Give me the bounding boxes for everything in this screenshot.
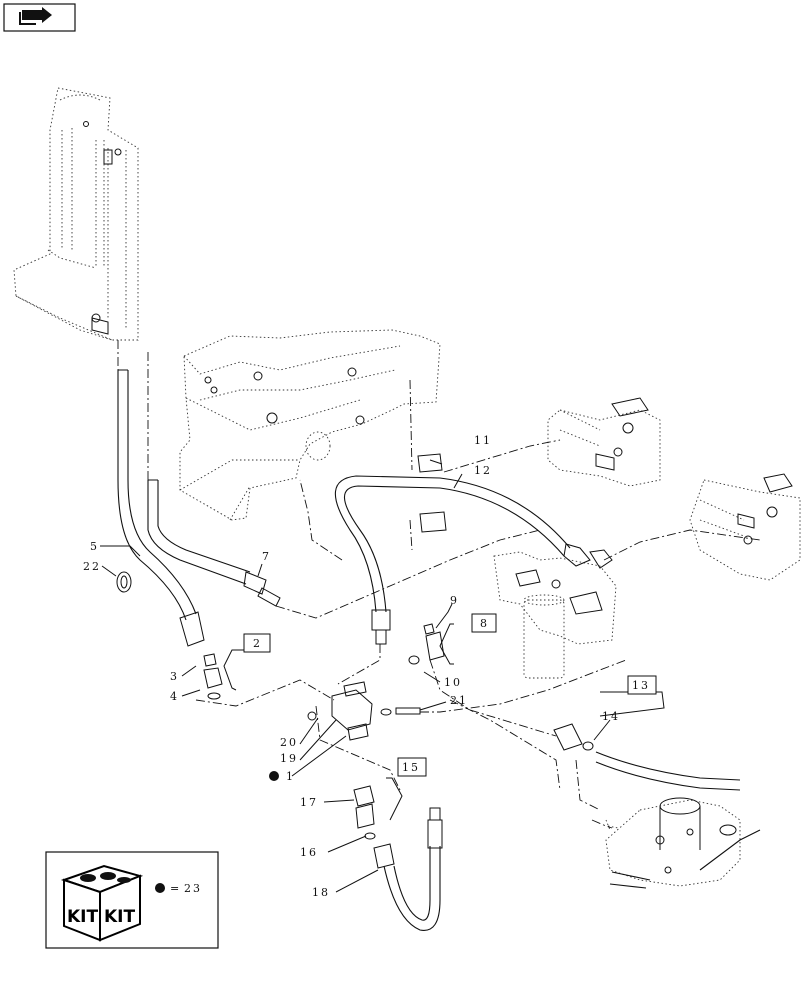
hose-7: [147, 479, 281, 607]
kit-box-icon: KIT KIT: [60, 864, 144, 942]
callout-12: 12: [474, 464, 492, 477]
callout-11: 11: [474, 434, 492, 447]
callout-9: 9: [450, 594, 459, 607]
hydraulic-tank-outline: [13, 87, 139, 341]
fitting-15-group: [353, 785, 443, 931]
nav-button[interactable]: [3, 3, 76, 32]
callout-numbers: 5 22 7 3 4 9 10 11 12 21 20 19 1 17 16 1…: [83, 434, 620, 899]
control-valve-upper: [547, 397, 661, 487]
svg-text:KIT: KIT: [104, 907, 135, 927]
svg-text:8: 8: [480, 617, 489, 630]
svg-text:15: 15: [402, 761, 420, 774]
callout-5: 5: [90, 540, 99, 553]
connection-lines: [117, 340, 761, 829]
callout-20: 20: [280, 736, 298, 749]
kit-legend: KIT KIT = 23: [45, 851, 219, 949]
boxed-callout-15: 15: [397, 757, 427, 777]
washer-22: [116, 571, 132, 593]
hose-12: [334, 475, 613, 645]
valve-1: [307, 681, 421, 741]
callout-18: 18: [312, 886, 330, 899]
kit-marker-dot: [269, 771, 279, 781]
legend-dot: [155, 883, 165, 893]
boxed-callout-8: 8: [471, 613, 497, 633]
callout-1: 1: [286, 770, 295, 783]
filter-assembly: [493, 551, 617, 679]
callout-3: 3: [170, 670, 179, 683]
control-valve-lower: [689, 473, 801, 581]
svg-text:KIT: KIT: [67, 907, 98, 927]
pump-assembly: [605, 797, 761, 889]
callout-14: 14: [602, 710, 620, 723]
next-page-arrow-icon: [19, 7, 52, 25]
callout-17: 17: [300, 796, 318, 809]
legend-equals: =: [170, 882, 181, 895]
callout-19: 19: [280, 752, 298, 765]
legend-kit-number: 23: [184, 882, 202, 895]
svg-text:2: 2: [253, 637, 262, 650]
callout-10: 10: [444, 676, 462, 689]
callout-22: 22: [83, 560, 101, 573]
fitting-8-group: [408, 623, 445, 665]
callout-16: 16: [300, 846, 318, 859]
fitting-3-4: [179, 611, 223, 700]
callout-7: 7: [262, 550, 271, 563]
svg-text:13: 13: [632, 679, 650, 692]
leader-lines: [100, 459, 665, 893]
clamp-11: [417, 453, 447, 533]
fitting-14-group: [553, 723, 741, 791]
boxed-callout-13: 13: [627, 675, 657, 695]
hose-5: [117, 369, 197, 621]
frame-outline: [179, 329, 441, 521]
callout-4: 4: [170, 690, 179, 703]
callout-21: 21: [450, 694, 468, 707]
boxed-callout-2: 2: [243, 633, 271, 653]
